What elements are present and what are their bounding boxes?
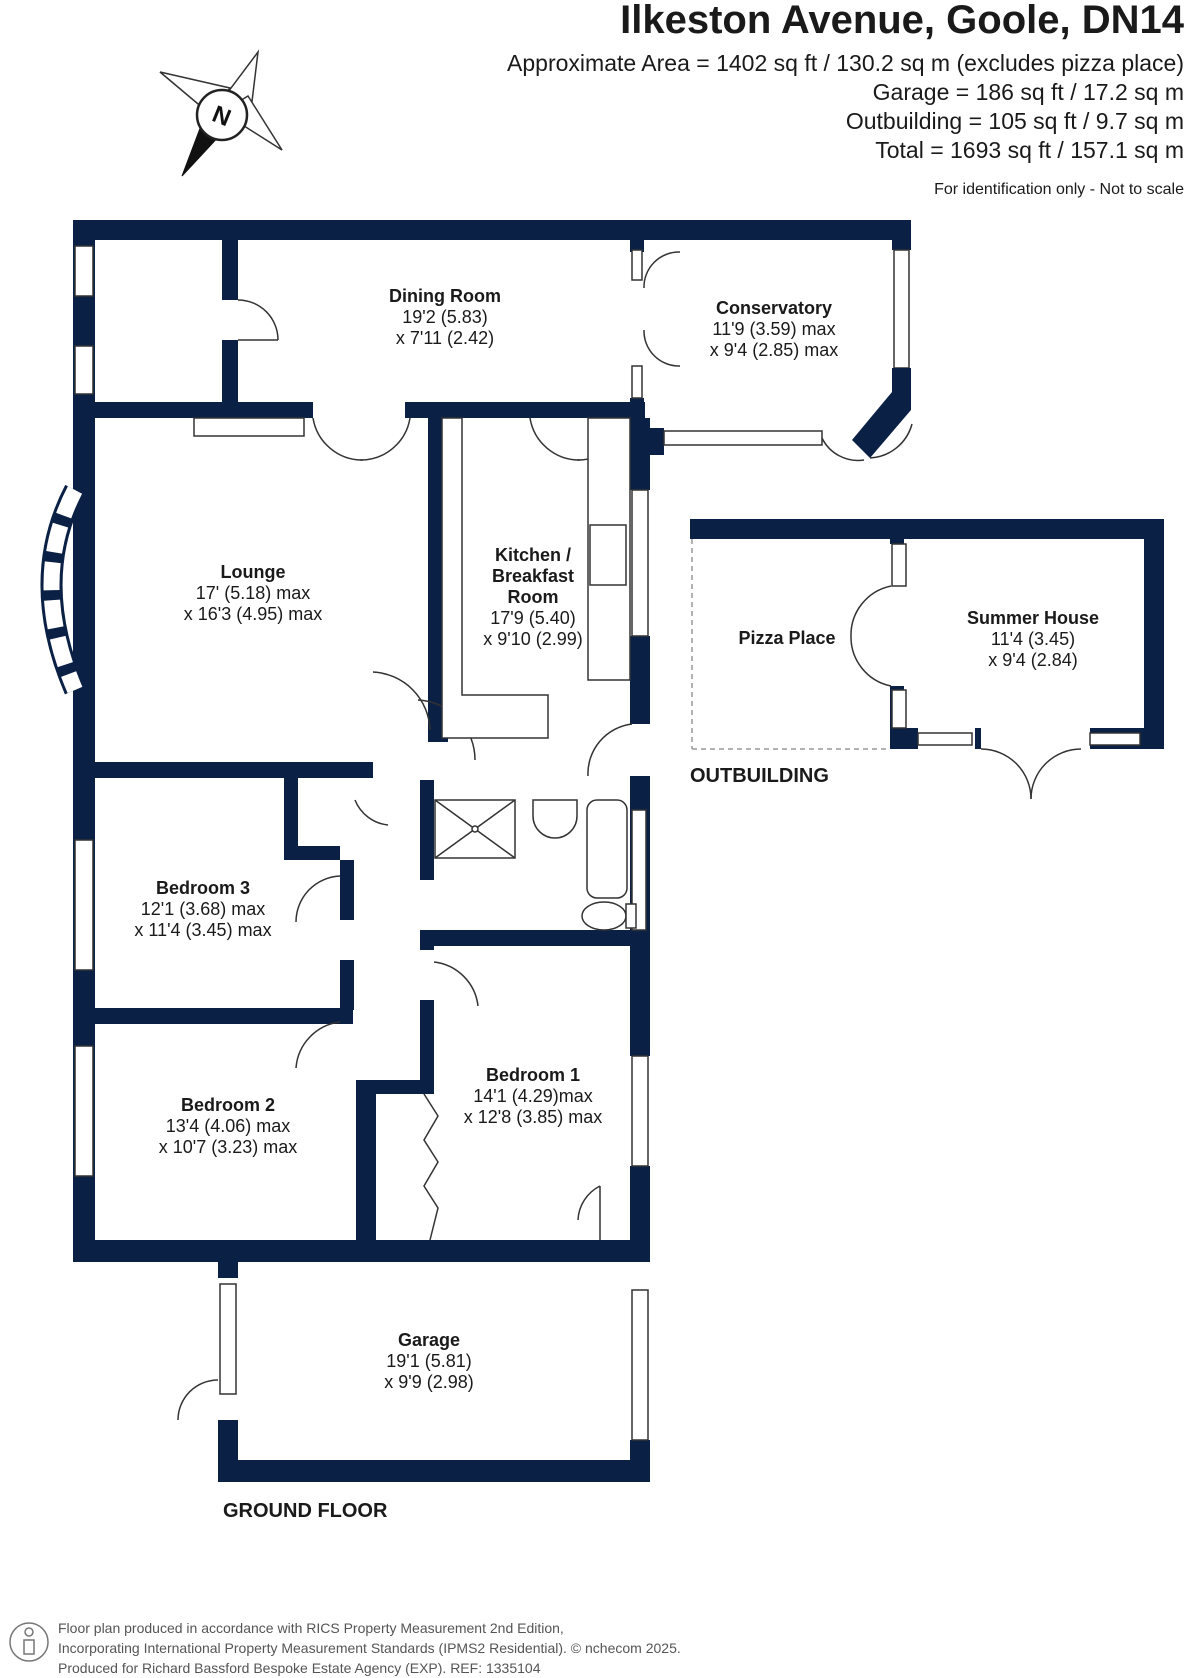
approximate-area: Approximate Area = 1402 sq ft / 130.2 sq… [507,50,1184,76]
room-lounge: Lounge 17' (5.18) max x 16'3 (4.95) max [168,562,338,625]
room-lounge-dim1: 17' (5.18) max [195,583,311,603]
room-summer-house-name: Summer House [966,608,1100,628]
footer-line-1: Floor plan produced in accordance with R… [58,1620,564,1636]
room-bedroom-2: Bedroom 2 13'4 (4.06) max x 10'7 (3.23) … [143,1095,313,1158]
conservatory-corner [852,368,911,458]
room-bedroom-2-name: Bedroom 2 [180,1095,276,1115]
room-kitchen-dim1: 17'9 (5.40) [490,608,576,628]
room-garage-name: Garage [397,1330,461,1350]
pizza-place-outline [691,539,890,750]
disclaimer-note: For identification only - Not to scale [934,181,1184,198]
room-kitchen-name2: Breakfast [491,566,575,586]
room-lounge-name: Lounge [220,562,286,582]
bathtub [586,799,628,899]
fixtures [193,417,637,1241]
room-kitchen-name1: Kitchen / [494,545,571,565]
footer-line-2: Incorporating International Property Mea… [58,1640,681,1656]
wash-basin [532,799,578,839]
room-summer-house: Summer House 11'4 (3.45) x 9'4 (2.84) [953,608,1113,671]
outbuilding-label: OUTBUILDING [690,765,829,787]
room-kitchen-name3: Room [507,587,559,607]
room-bedroom-2-dim2: x 10'7 (3.23) max [158,1137,298,1157]
total-area: Total = 1693 sq ft / 157.1 sq m [875,137,1184,163]
room-summer-house-dim2: x 9'4 (2.84) [988,650,1078,670]
ground-floor-label: GROUND FLOOR [223,1500,388,1522]
room-bedroom-1: Bedroom 1 14'1 (4.29)max x 12'8 (3.85) m… [448,1065,618,1128]
windows [74,245,1141,1441]
room-bedroom-3-name: Bedroom 3 [155,878,251,898]
room-conservatory: Conservatory 11'9 (3.59) max x 9'4 (2.85… [690,298,858,361]
room-dining-name: Dining Room [389,286,501,306]
room-garage-dim1: 19'1 (5.81) [386,1351,472,1371]
kitchen-sink [589,524,627,586]
kitchen-worktop-left [441,417,549,739]
bay-window [40,484,86,695]
person-logo-icon [9,1622,49,1662]
room-bedroom-1-dim1: 14'1 (4.29)max [473,1086,593,1106]
room-kitchen-dim2: x 9'10 (2.99) [483,629,583,649]
room-kitchen: Kitchen / Breakfast Room 17'9 (5.40) x 9… [468,545,598,650]
room-lounge-dim2: x 16'3 (4.95) max [183,604,323,624]
outbuilding-area: Outbuilding = 105 sq ft / 9.7 sq m [845,108,1184,134]
room-bedroom-3: Bedroom 3 12'1 (3.68) max x 11'4 (3.45) … [118,878,288,941]
room-conservatory-dim1: 11'9 (3.59) max [712,319,836,339]
room-bedroom-3-dim2: x 11'4 (3.45) max [134,920,272,940]
room-bedroom-3-dim1: 12'1 (3.68) max [140,899,266,919]
room-bedroom-1-dim2: x 12'8 (3.85) max [463,1107,603,1127]
wardrobe-doors [423,1093,439,1241]
room-dining: Dining Room 19'2 (5.83) x 7'11 (2.42) [370,286,520,349]
door-swings [177,251,1082,1421]
room-garage: Garage 19'1 (5.81) x 9'9 (2.98) [356,1330,502,1393]
garage-area: Garage = 186 sq ft / 17.2 sq m [872,79,1184,105]
room-dining-dim2: x 7'11 (2.42) [395,328,495,348]
toilet [581,901,627,931]
room-bedroom-1-name: Bedroom 1 [485,1065,581,1085]
room-pizza-place: Pizza Place [722,628,852,649]
room-summer-house-dim1: 11'4 (3.45) [990,629,1076,649]
footer-line-3: Produced for Richard Bassford Bespoke Es… [58,1660,541,1676]
room-conservatory-dim2: x 9'4 (2.85) max [709,340,839,360]
footer-credits: Floor plan produced in accordance with R… [58,1618,681,1678]
room-conservatory-name: Conservatory [715,298,833,318]
room-bedroom-2-dim1: 13'4 (4.06) max [165,1116,291,1136]
room-garage-dim2: x 9'9 (2.98) [384,1372,474,1392]
shower-drain [471,825,479,833]
compass-icon: N [159,49,283,177]
room-pizza-place-name: Pizza Place [738,628,836,648]
property-title: Ilkeston Avenue, Goole, DN14 [620,0,1184,42]
fireplace-hearth [193,417,305,437]
room-dining-dim1: 19'2 (5.83) [402,307,488,327]
